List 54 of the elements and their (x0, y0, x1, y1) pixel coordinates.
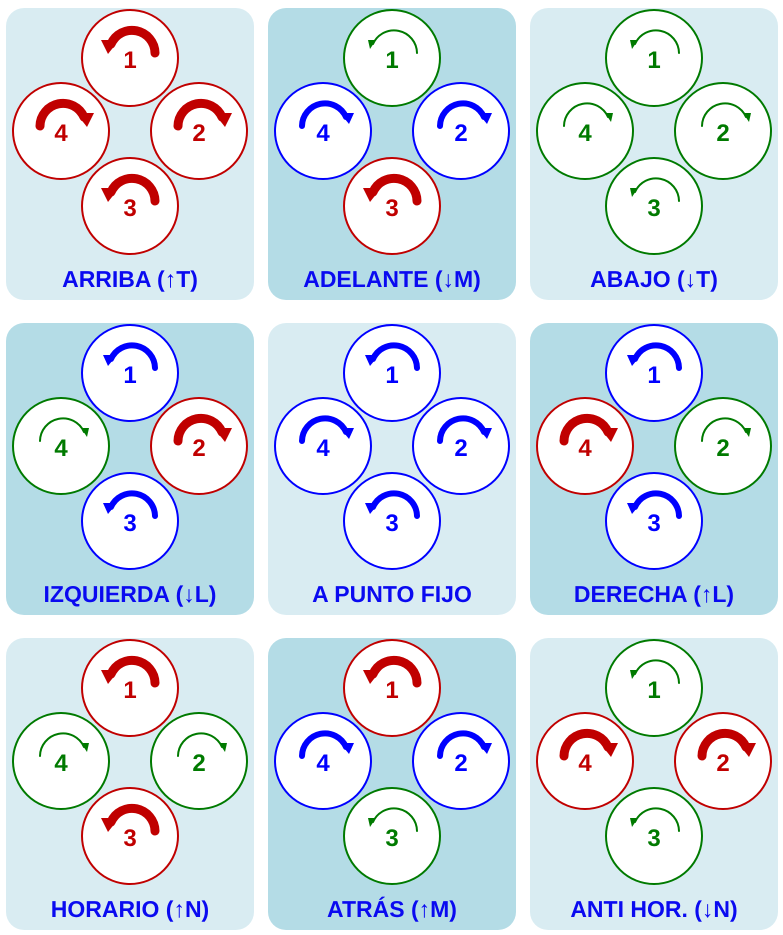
rotor-number: 3 (646, 510, 662, 538)
rotor-number: 3 (646, 195, 662, 223)
rotor-number: 1 (122, 362, 138, 390)
panel-title: IZQUIERDA (↓L) (42, 581, 218, 608)
panel-card (268, 323, 516, 615)
rotor-number: 2 (453, 120, 469, 148)
panel-card (530, 638, 778, 930)
rotor-number: 4 (53, 120, 69, 148)
rotor-number: 4 (577, 750, 593, 778)
rotor-number: 4 (53, 750, 69, 778)
rotor-number: 2 (715, 750, 731, 778)
rotor-number: 1 (384, 677, 400, 705)
panel-title: ARRIBA (↑T) (61, 266, 199, 293)
rotor-number: 2 (191, 120, 207, 148)
panel-card (268, 8, 516, 300)
rotor-number: 1 (646, 677, 662, 705)
panel-title: HORARIO (↑N) (50, 896, 210, 923)
panel-title: ABAJO (↓T) (589, 266, 719, 293)
rotor-number: 2 (191, 750, 207, 778)
rotor-number: 1 (122, 47, 138, 75)
rotor-number: 2 (715, 435, 731, 463)
rotor-number: 3 (384, 825, 400, 853)
rotor-number: 2 (715, 120, 731, 148)
rotor-number: 4 (53, 435, 69, 463)
rotor-number: 1 (646, 47, 662, 75)
rotor-number: 2 (453, 750, 469, 778)
panel-card (530, 8, 778, 300)
rotor-number: 1 (646, 362, 662, 390)
rotor-number: 2 (453, 435, 469, 463)
panel-title: A PUNTO FIJO (311, 581, 473, 608)
rotor-number: 4 (577, 435, 593, 463)
panel-title: ANTI HOR. (↓N) (569, 896, 739, 923)
rotor-number: 3 (122, 195, 138, 223)
rotor-number: 4 (315, 120, 331, 148)
rotor-number: 1 (122, 677, 138, 705)
panel-card (6, 8, 254, 300)
panel-card (530, 323, 778, 615)
rotor-number: 1 (384, 47, 400, 75)
rotor-number: 3 (384, 510, 400, 538)
rotor-number: 3 (122, 825, 138, 853)
rotor-number: 1 (384, 362, 400, 390)
panel-card (6, 323, 254, 615)
rotor-number: 3 (646, 825, 662, 853)
rotor-number: 4 (315, 750, 331, 778)
panel-title: DERECHA (↑L) (572, 581, 736, 608)
rotor-number: 4 (315, 435, 331, 463)
panel-card (6, 638, 254, 930)
panel-title: ATRÁS (↑M) (326, 896, 458, 923)
rotor-number: 4 (577, 120, 593, 148)
rotor-number: 3 (384, 195, 400, 223)
panel-card (268, 638, 516, 930)
rotor-number: 2 (191, 435, 207, 463)
rotor-number: 3 (122, 510, 138, 538)
panel-title: ADELANTE (↓M) (302, 266, 482, 293)
